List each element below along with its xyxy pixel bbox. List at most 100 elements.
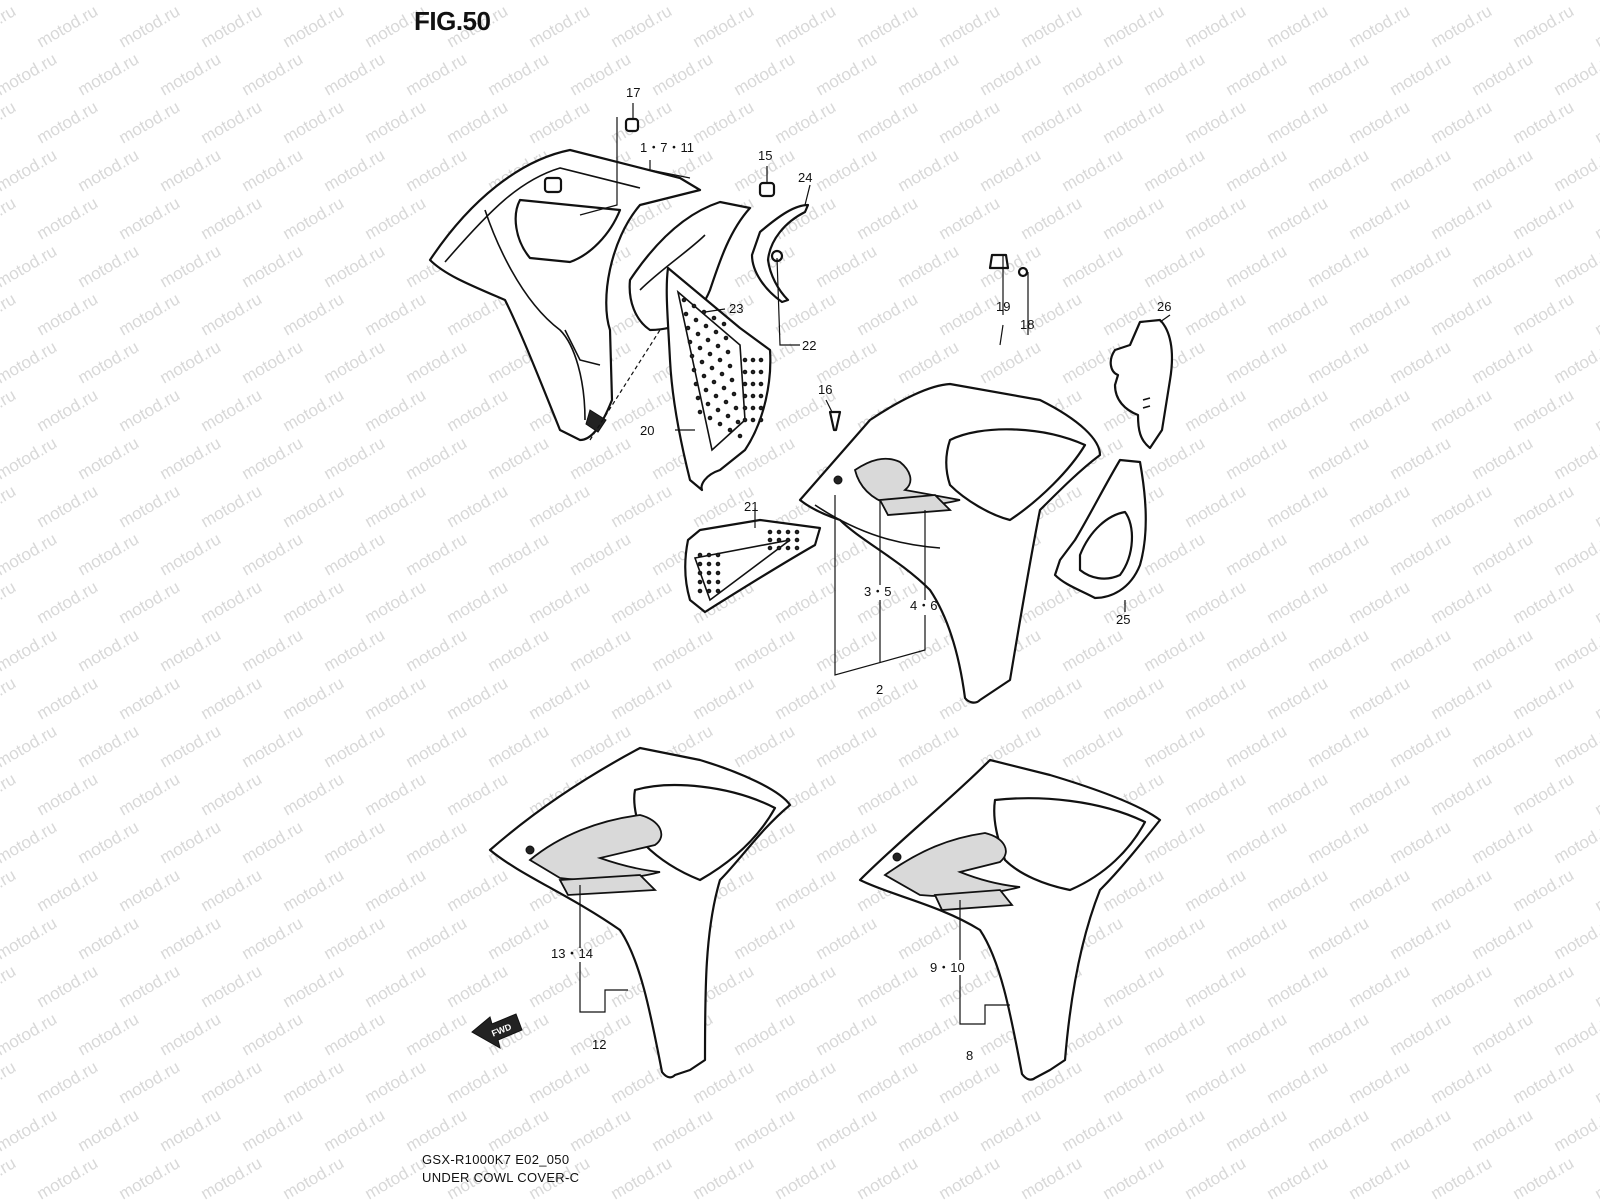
mesh-hole (776, 545, 782, 551)
callout-26: 26 (1157, 299, 1171, 314)
mesh-hole (727, 363, 733, 369)
watermark-text: motod.ru (444, 385, 512, 435)
watermark-text: motod.ru (1305, 817, 1373, 867)
watermark-text: motod.ru (1510, 961, 1578, 1011)
watermark-text: motod.ru (854, 193, 922, 243)
watermark-text: motod.ru (0, 193, 19, 243)
watermark-text: motod.ru (690, 1057, 758, 1107)
watermark-text: motod.ru (1387, 337, 1455, 387)
watermark-text: motod.ru (1469, 0, 1537, 3)
watermark-text: motod.ru (1551, 913, 1600, 963)
watermark-text: motod.ru (485, 433, 553, 483)
watermark-text: motod.ru (1100, 193, 1168, 243)
watermark-text: motod.ru (1059, 241, 1127, 291)
watermark-text: motod.ru (731, 625, 799, 675)
watermark-text: motod.ru (1428, 481, 1496, 531)
watermark-text: motod.ru (75, 49, 143, 99)
watermark-text: motod.ru (1346, 1153, 1414, 1200)
watermark-text: motod.ru (1182, 769, 1250, 819)
watermark-text: motod.ru (1141, 913, 1209, 963)
watermark-text: motod.ru (1551, 49, 1600, 99)
mesh-hole (767, 537, 773, 543)
callout-24: 24 (798, 170, 812, 185)
mesh-hole (758, 369, 764, 375)
watermark-text: motod.ru (1387, 49, 1455, 99)
watermark-text: motod.ru (813, 145, 881, 195)
watermark-text: motod.ru (526, 481, 594, 531)
watermark-text: motod.ru (0, 1, 19, 51)
watermark-text: motod.ru (772, 961, 840, 1011)
watermark-text: motod.ru (116, 193, 184, 243)
watermark-text: motod.ru (1387, 1009, 1455, 1059)
watermark-text: motod.ru (239, 529, 307, 579)
watermark-text: motod.ru (198, 577, 266, 627)
watermark-text: motod.ru (1264, 1, 1332, 51)
watermark-text: motod.ru (403, 529, 471, 579)
watermark-text: motod.ru (977, 0, 1045, 3)
watermark-text: motod.ru (1387, 529, 1455, 579)
watermark-text: motod.ru (75, 1105, 143, 1155)
mesh-hole (719, 371, 725, 377)
watermark-text: motod.ru (1387, 817, 1455, 867)
watermark-text: motod.ru (1346, 481, 1414, 531)
mesh-hole (706, 561, 712, 567)
callout-25: 25 (1116, 612, 1130, 627)
mesh-panel-20 (665, 266, 772, 492)
mesh-hole (742, 381, 748, 387)
watermark-text: motod.ru (1387, 913, 1455, 963)
watermark-text: motod.ru (1346, 961, 1414, 1011)
watermark-text: motod.ru (0, 721, 60, 771)
watermark-text: motod.ru (1182, 97, 1250, 147)
watermark-text: motod.ru (731, 913, 799, 963)
watermark-text: motod.ru (1592, 577, 1600, 627)
watermark-text: motod.ru (1592, 1, 1600, 51)
mesh-hole (733, 405, 739, 411)
watermark-text: motod.ru (690, 1, 758, 51)
watermark-text: motod.ru (1264, 769, 1332, 819)
watermark-text: motod.ru (1264, 97, 1332, 147)
mesh-hole (721, 385, 727, 391)
watermark-text: motod.ru (485, 529, 553, 579)
callout-20: 20 (640, 423, 654, 438)
watermark-text: motod.ru (1182, 577, 1250, 627)
callout-1-7-11: 1・7・11 (640, 140, 694, 155)
mesh-hole (703, 387, 709, 393)
watermark-text: motod.ru (1264, 673, 1332, 723)
watermark-text: motod.ru (75, 817, 143, 867)
callout-3-5: 3・5 (864, 584, 891, 599)
watermark-text: motod.ru (1223, 721, 1291, 771)
watermark-text: motod.ru (1059, 0, 1127, 3)
watermark-text: motod.ru (1428, 1153, 1496, 1200)
watermark-text: motod.ru (1428, 193, 1496, 243)
watermark-text: motod.ru (1223, 0, 1291, 3)
mesh-hole (725, 349, 731, 355)
mesh-hole (717, 421, 723, 427)
watermark-text: motod.ru (198, 1, 266, 51)
watermark-text: motod.ru (1223, 241, 1291, 291)
mesh-hole (758, 357, 764, 363)
mesh-hole (785, 529, 791, 535)
callout-2: 2 (876, 682, 883, 697)
watermark-text: motod.ru (649, 0, 717, 3)
watermark-text: motod.ru (1223, 49, 1291, 99)
watermark-text: motod.ru (1592, 385, 1600, 435)
watermark-text: motod.ru (1018, 1153, 1086, 1200)
watermark-text: motod.ru (1100, 673, 1168, 723)
mesh-hole (767, 529, 773, 535)
watermark-text: motod.ru (75, 529, 143, 579)
mesh-hole (695, 395, 701, 401)
watermark-text: motod.ru (1305, 145, 1373, 195)
watermark-text: motod.ru (1551, 145, 1600, 195)
mesh-hole (750, 417, 756, 423)
watermark-text: motod.ru (1264, 577, 1332, 627)
watermark-text: motod.ru (1551, 241, 1600, 291)
mesh-hole (695, 331, 701, 337)
watermark-text: motod.ru (116, 1, 184, 51)
watermark-text: motod.ru (813, 337, 881, 387)
watermark-text: motod.ru (1305, 1105, 1373, 1155)
watermark-text: motod.ru (649, 49, 717, 99)
callout-12: 12 (592, 1037, 606, 1052)
watermark-text: motod.ru (977, 241, 1045, 291)
watermark-text: motod.ru (1141, 145, 1209, 195)
mesh-hole (750, 381, 756, 387)
